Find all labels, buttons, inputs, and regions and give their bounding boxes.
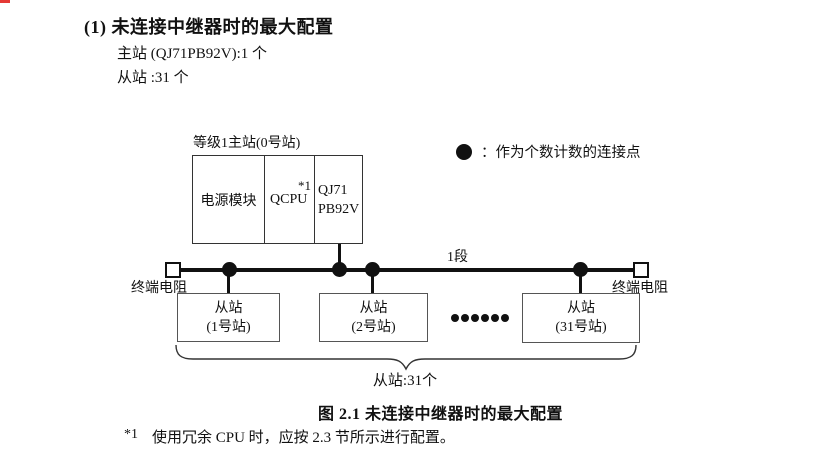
legend: ：作为个数计数的连接点 <box>456 141 641 162</box>
ellipsis-dots <box>451 314 509 322</box>
connection-point-icon <box>456 143 472 160</box>
slave-count-line: 从站 :31 个 <box>117 70 189 86</box>
pb92v-cell: QJ71 PB92V <box>315 156 362 243</box>
slave2-drop-line <box>371 270 374 294</box>
slave1-station-number: (1号站) <box>206 319 251 335</box>
terminating-resistor-left-label: 终端电阻 <box>131 281 187 296</box>
slave2-station-number: (2号站) <box>351 319 396 335</box>
master-drop-line <box>338 244 341 270</box>
master-station-label: 等级1主站(0号站) <box>193 136 301 151</box>
master-count-line: 主站 (QJ71PB92V):1 个 <box>117 46 268 62</box>
slave-station-box-2: 从站 (2号站) <box>319 293 428 342</box>
connection-point-dot <box>573 262 588 277</box>
figure-caption: 图 2.1 未连接中继器时的最大配置 <box>318 406 564 423</box>
terminating-resistor-right <box>633 262 649 278</box>
section-title: (1) 未连接中继器时的最大配置 <box>84 17 334 37</box>
page-edge-mark <box>0 0 10 3</box>
terminating-resistor-left <box>165 262 181 278</box>
slave-station-box-1: 从站 (1号站) <box>177 293 280 342</box>
qcpu-label: QCPU <box>270 191 308 207</box>
footnote-marker: *1 <box>124 427 138 442</box>
ellipsis-dot <box>461 314 469 322</box>
power-module-cell: 电源模块 <box>193 156 265 243</box>
connection-point-dot <box>222 262 237 277</box>
pb92v-label-line1: QJ71 <box>318 182 348 198</box>
legend-text: ：作为个数计数的连接点 <box>481 145 641 161</box>
footnote-reference: *1 <box>298 178 311 193</box>
connection-point-dot <box>332 262 347 277</box>
bus-segment-line <box>170 268 642 272</box>
slave-station-box-31: 从站 (31号站) <box>522 293 640 343</box>
segment-label: 1段 <box>447 250 468 265</box>
connection-point-dot <box>365 262 380 277</box>
ellipsis-dot <box>451 314 459 322</box>
ellipsis-dot <box>501 314 509 322</box>
brace-label: 从站:31个 <box>372 373 438 389</box>
ellipsis-dot <box>491 314 499 322</box>
slave31-station-number: (31号站) <box>555 320 607 335</box>
slave-count-brace <box>175 344 637 371</box>
slave2-label: 从站 <box>359 300 388 316</box>
slave31-drop-line <box>579 270 582 294</box>
terminating-resistor-right-label: 终端电阻 <box>612 281 668 296</box>
slave1-drop-line <box>227 270 230 294</box>
ellipsis-dot <box>471 314 479 322</box>
ellipsis-dot <box>481 314 489 322</box>
pb92v-label-line2: PB92V <box>318 201 360 217</box>
slave1-label: 从站 <box>214 300 243 316</box>
footnote-text: 使用冗余 CPU 时，应按 2.3 节所示进行配置。 <box>152 430 455 446</box>
slave31-label: 从站 <box>567 301 595 316</box>
master-station-box: 电源模块 QCPU *1 QJ71 PB92V <box>192 155 363 244</box>
qcpu-cell: QCPU *1 <box>265 156 315 243</box>
